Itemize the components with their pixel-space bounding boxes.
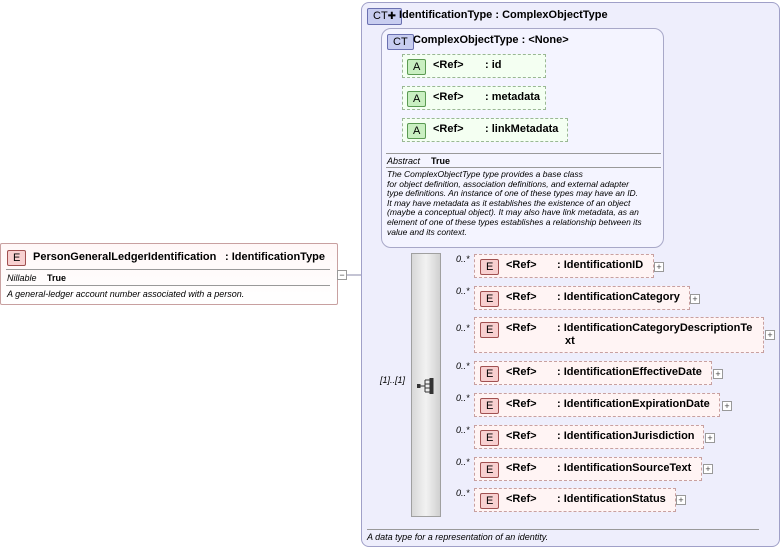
sequence-icon	[417, 378, 434, 394]
child-ref: <Ref>	[506, 366, 537, 378]
child-name: : IdentificationSourceText	[557, 462, 692, 474]
attribute-metadata[interactable]: A <Ref> : metadata	[402, 86, 546, 110]
child-identification-category-description-text[interactable]: E <Ref> : IdentificationCategoryDescript…	[474, 317, 764, 353]
child-ref: <Ref>	[506, 259, 537, 271]
child-occurrence: 0..*	[456, 393, 470, 403]
child-badge: E	[480, 462, 500, 478]
child-name: : IdentificationCategoryDescriptionTe	[557, 322, 753, 334]
child-name-continued: xt	[565, 335, 575, 347]
child-ref: <Ref>	[506, 398, 537, 410]
child-ref: <Ref>	[506, 291, 537, 303]
child-ref: <Ref>	[506, 430, 537, 442]
child-badge: E	[480, 259, 500, 275]
type-badge: CT✚	[367, 8, 403, 25]
collapse-toggle[interactable]: −	[337, 270, 347, 280]
expand-toggle[interactable]: +	[765, 330, 775, 340]
sequence-compositor[interactable]	[411, 253, 441, 517]
expand-toggle[interactable]: +	[713, 369, 723, 379]
child-occurrence: 0..*	[456, 488, 470, 498]
attribute-ref: <Ref>	[433, 59, 464, 71]
child-name: : IdentificationExpirationDate	[557, 398, 710, 410]
element-badge: E	[7, 250, 27, 266]
child-name: : IdentificationEffectiveDate	[557, 366, 702, 378]
attribute-ref: <Ref>	[433, 123, 464, 135]
child-identification-effective-date[interactable]: E <Ref> : IdentificationEffectiveDate	[474, 361, 712, 385]
child-ref: <Ref>	[506, 322, 537, 334]
base-type-description: The ComplexObjectType type provides a ba…	[387, 169, 642, 237]
child-ref: <Ref>	[506, 462, 537, 474]
type-title: IdentificationType : ComplexObjectType	[399, 9, 608, 21]
child-name: : IdentificationID	[557, 259, 644, 271]
type-footer: A data type for a representation of an i…	[367, 532, 549, 542]
child-identification-status[interactable]: E <Ref> : IdentificationStatus	[474, 488, 676, 512]
attribute-name: : id	[485, 59, 502, 71]
element-description: A general-ledger account number associat…	[7, 289, 245, 299]
expand-toggle[interactable]: +	[703, 464, 713, 474]
child-badge: E	[480, 430, 500, 446]
child-badge: E	[480, 366, 500, 382]
nillable-value: True	[47, 273, 67, 283]
expand-toggle[interactable]: +	[690, 294, 700, 304]
attribute-badge: A	[407, 59, 427, 75]
base-type-badge: CT	[387, 34, 414, 50]
child-occurrence: 0..*	[456, 457, 470, 467]
child-occurrence: 0..*	[456, 286, 470, 296]
expand-toggle[interactable]: +	[654, 262, 664, 272]
attribute-linkmetadata[interactable]: A <Ref> : linkMetadata	[402, 118, 568, 142]
child-badge: E	[480, 398, 500, 414]
element-name: PersonGeneralLedgerIdentification	[33, 251, 217, 263]
child-identification-source-text[interactable]: E <Ref> : IdentificationSourceText	[474, 457, 702, 481]
element-box[interactable]: E PersonGeneralLedgerIdentification : Id…	[0, 243, 338, 305]
ct-plus-icon: ✚	[387, 11, 397, 22]
attribute-name: : linkMetadata	[485, 123, 559, 135]
child-occurrence: 0..*	[456, 323, 470, 333]
element-type: : IdentificationType	[225, 251, 326, 263]
child-identification-category[interactable]: E <Ref> : IdentificationCategory	[474, 286, 690, 310]
child-badge: E	[480, 322, 500, 338]
sequence-occurrence: [1]..[1]	[380, 375, 406, 385]
child-badge: E	[480, 291, 500, 307]
child-occurrence: 0..*	[456, 425, 470, 435]
attribute-id[interactable]: A <Ref> : id	[402, 54, 546, 78]
expand-toggle[interactable]: +	[722, 401, 732, 411]
child-name: : IdentificationJurisdiction	[557, 430, 695, 442]
expand-toggle[interactable]: +	[705, 433, 715, 443]
attribute-ref: <Ref>	[433, 91, 464, 103]
child-badge: E	[480, 493, 500, 509]
abstract-label: Abstract	[387, 156, 421, 166]
attribute-badge: A	[407, 91, 427, 107]
base-type-title: ComplexObjectType : <None>	[413, 34, 569, 46]
child-occurrence: 0..*	[456, 254, 470, 264]
child-identification-jurisdiction[interactable]: E <Ref> : IdentificationJurisdiction	[474, 425, 704, 449]
nillable-label: Nillable	[7, 273, 37, 283]
child-ref: <Ref>	[506, 493, 537, 505]
child-name: : IdentificationStatus	[557, 493, 666, 505]
attribute-name: : metadata	[485, 91, 541, 103]
attribute-badge: A	[407, 123, 427, 139]
child-occurrence: 0..*	[456, 361, 470, 371]
child-name: : IdentificationCategory	[557, 291, 680, 303]
child-identification-expiration-date[interactable]: E <Ref> : IdentificationExpirationDate	[474, 393, 720, 417]
child-identification-id[interactable]: E <Ref> : IdentificationID	[474, 254, 654, 278]
abstract-value: True	[431, 156, 451, 166]
expand-toggle[interactable]: +	[676, 495, 686, 505]
